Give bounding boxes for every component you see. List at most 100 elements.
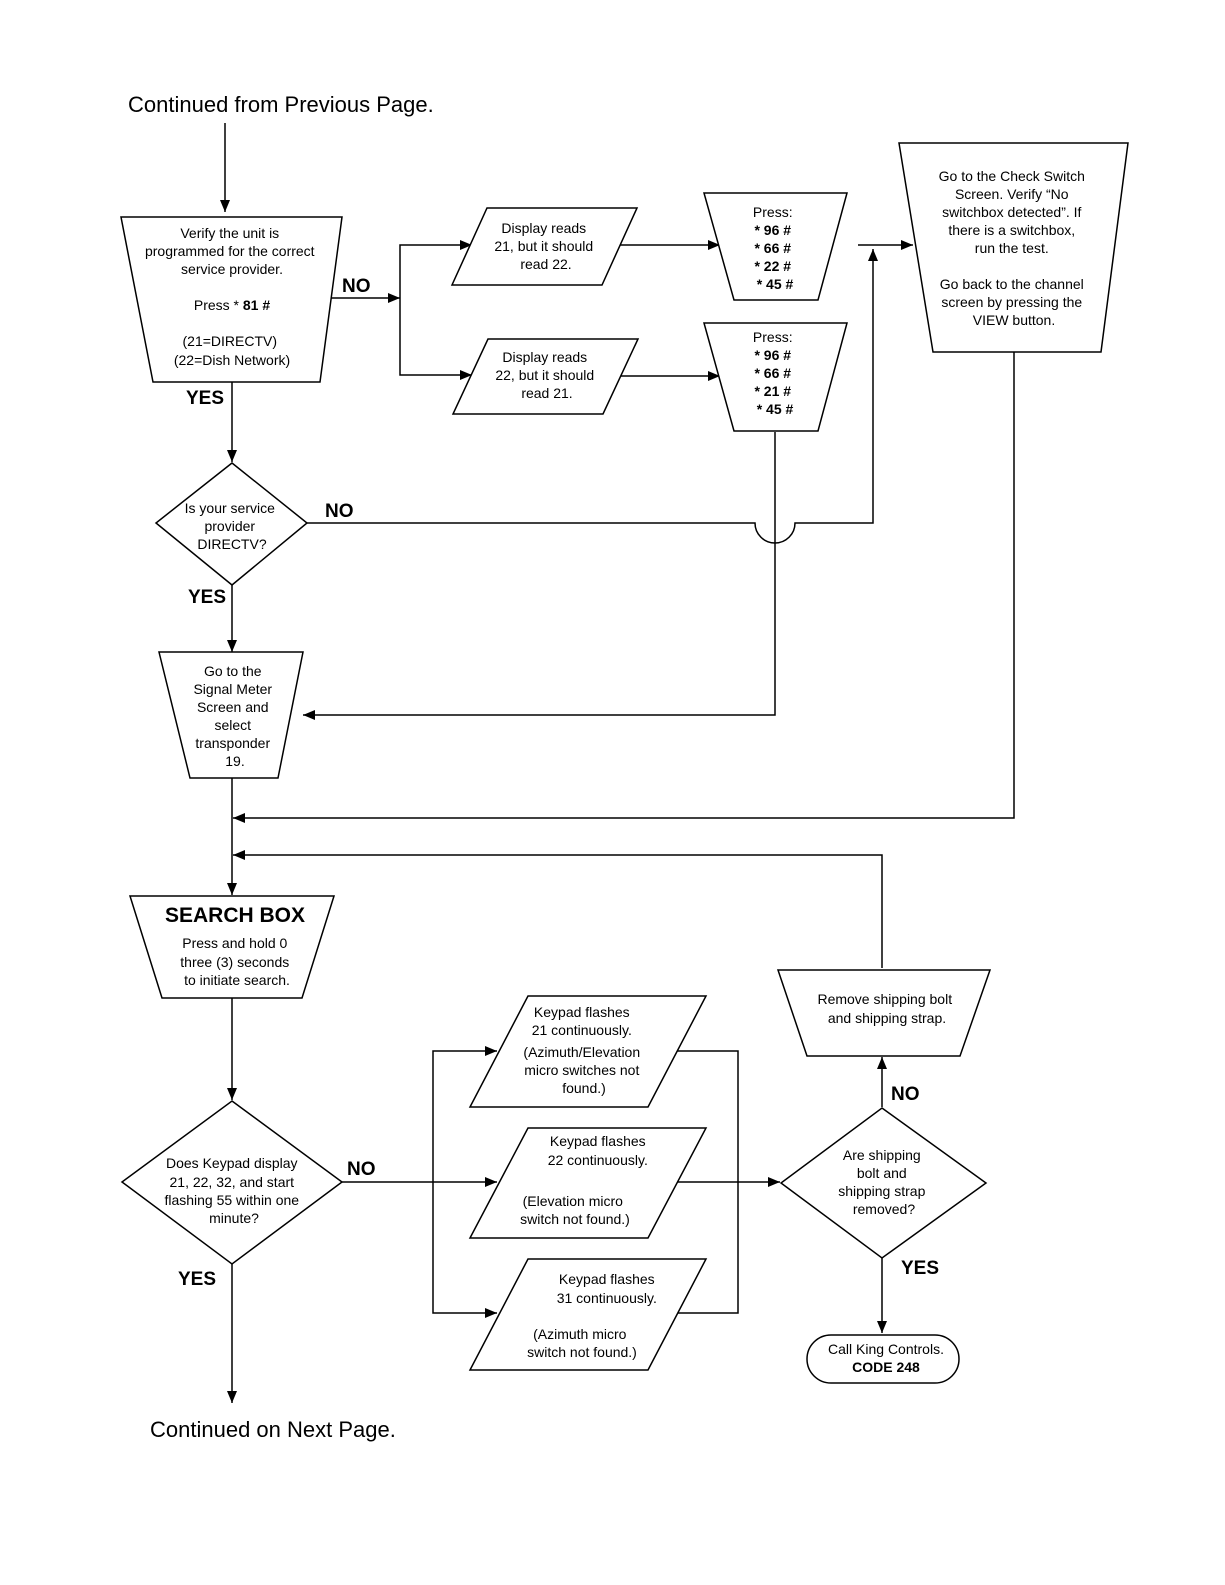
search-line-2: three (3) seconds <box>180 954 289 970</box>
press-top-code-4: * 45 # <box>757 276 794 292</box>
search-line-1: Press and hold 0 <box>182 935 287 951</box>
svg-text:Verify the unit is progr: Verify the unit is programmed for the co… <box>145 225 319 277</box>
check-switch-line-8: screen by pressing the <box>941 294 1082 310</box>
check-switch-line-9: VIEW button. <box>973 312 1055 328</box>
verify-note-1: (21=DIRECTV) <box>183 333 278 349</box>
display-22-line-3: read 21. <box>521 385 572 401</box>
press-bottom-code-2: * 66 # <box>754 365 791 381</box>
svg-text:Go to the Signal Meter: Go to the Signal Meter Screen and select… <box>193 663 276 769</box>
press-top-code-3: * 22 # <box>754 258 791 274</box>
label-yes-verify: YES <box>186 388 224 409</box>
flash-21-line-2: 21 continuously. <box>532 1022 632 1038</box>
shipping-question-diamond: Are shipping bolt and shipping strap rem… <box>779 1107 988 1259</box>
directv-line-2: provider <box>204 518 255 534</box>
verify-line-1: Verify the unit is <box>180 225 279 241</box>
svg-text:Go to the Check Switch S: Go to the Check Switch Screen. Verify “N… <box>939 168 1090 328</box>
svg-text:Does Keypad display 21,: Does Keypad display 21, 22, 32, and star… <box>164 1155 303 1226</box>
connectors <box>220 123 1015 1403</box>
search-box-title: SEARCH BOX <box>165 904 305 927</box>
signal-line-4: select <box>214 717 251 733</box>
flash-31-line-2: 31 continuously. <box>557 1290 657 1306</box>
flash-21-line-5: found.) <box>562 1080 606 1096</box>
svg-text:Press: * 96 # * 66: Press: * 96 # * 66 # * 21 # * 45 # <box>753 329 797 417</box>
label-no-directv: NO <box>325 501 354 522</box>
verify-provider-box: Verify the unit is programmed for the co… <box>120 216 343 383</box>
label-no-keypad: NO <box>347 1159 376 1180</box>
check-switch-line-1: Go to the Check Switch <box>939 168 1085 184</box>
shipping-q-line-3: shipping strap <box>838 1183 925 1199</box>
svg-text:(21=DIRECTV) (22=Dish Ne: (21=DIRECTV) (22=Dish Network) <box>174 333 290 368</box>
check-switch-line-5: run the test. <box>975 240 1049 256</box>
flash-22-line-2: 22 continuously. <box>548 1152 648 1168</box>
search-box: SEARCH BOX Press and hold 0 three (3) se… <box>128 895 336 999</box>
verify-line-2: programmed for the correct <box>145 243 315 259</box>
press-top-title: Press: <box>753 204 793 220</box>
signal-meter-box: Go to the Signal Meter Screen and select… <box>158 651 304 779</box>
press-bottom-title: Press: <box>753 329 793 345</box>
flash-31-line-4: switch not found.) <box>527 1344 637 1360</box>
flash-21-line-4: micro switches not <box>524 1062 639 1078</box>
shipping-q-line-1: Are shipping <box>843 1147 921 1163</box>
svg-text:Keypad flashes 31 contin: Keypad flashes 31 continuously. (Azimuth… <box>527 1271 661 1360</box>
svg-text:Keypad flashes 22 contin: Keypad flashes 22 continuously. (Elevati… <box>520 1133 652 1227</box>
continued-from-text: Continued from Previous Page. <box>128 92 434 117</box>
keypad-q-line-4: minute? <box>209 1210 259 1226</box>
svg-text:Press: * 96 # * 66: Press: * 96 # * 66 # * 22 # * 45 # <box>753 204 797 292</box>
signal-line-1: Go to the <box>204 663 262 679</box>
check-switch-line-4: there is a switchbox, <box>948 222 1075 238</box>
svg-text:Is your service provider: Is your service provider DIRECTV? <box>185 500 280 552</box>
flash-22-line-4: switch not found.) <box>520 1211 630 1227</box>
continued-on-text: Continued on Next Page. <box>150 1417 396 1442</box>
svg-text:Keypad flashes 21 contin: Keypad flashes 21 continuously. (Azimuth… <box>523 1004 644 1096</box>
verify-line-3: service provider. <box>181 261 283 277</box>
verify-note-2: (22=Dish Network) <box>174 352 290 368</box>
flash-22-line-3: (Elevation micro <box>523 1193 624 1209</box>
svg-text:Are shipping bolt and: Are shipping bolt and shipping strap rem… <box>838 1147 930 1217</box>
display-21-line-3: read 22. <box>520 256 571 272</box>
press-top-code-1: * 96 # <box>754 222 791 238</box>
signal-line-3: Screen and <box>197 699 269 715</box>
press-bottom-code-4: * 45 # <box>757 401 794 417</box>
flash-21-line-1: Keypad flashes <box>534 1004 630 1020</box>
label-no-shipping: NO <box>891 1084 920 1105</box>
flash-31-box: Keypad flashes 31 continuously. (Azimuth… <box>468 1258 708 1371</box>
call-king-code: CODE 248 <box>852 1359 920 1375</box>
flash-21-line-3: (Azimuth/Elevation <box>523 1044 640 1060</box>
call-king-terminator: Call King Controls. CODE 248 <box>806 1334 960 1384</box>
press-bottom-code-1: * 96 # <box>754 347 791 363</box>
press-bottom-code-3: * 21 # <box>754 383 791 399</box>
display-21-box: Display reads 21, but it should read 22. <box>450 207 639 286</box>
flash-31-line-1: Keypad flashes <box>559 1271 655 1287</box>
signal-line-6: 19. <box>225 753 244 769</box>
label-yes-keypad: YES <box>178 1269 216 1290</box>
shipping-q-line-2: bolt and <box>857 1165 907 1181</box>
svg-text:Display reads 21, but it: Display reads 21, but it should read 22. <box>494 220 597 272</box>
check-switch-line-2: Screen. Verify “No <box>955 186 1069 202</box>
verify-press-code: 81 # <box>243 297 270 313</box>
check-switch-line-7: Go back to the channel <box>940 276 1084 292</box>
label-yes-shipping: YES <box>901 1258 939 1279</box>
svg-text:Press * 81 #: Press * 81 # <box>194 297 270 313</box>
is-directv-diamond: Is your service provider DIRECTV? <box>154 462 309 586</box>
remove-line-1: Remove shipping bolt <box>817 991 952 1007</box>
signal-line-2: Signal Meter <box>193 681 272 697</box>
keypad-q-line-2: 21, 22, 32, and start <box>170 1174 295 1190</box>
keypad-q-line-3: flashing 55 within one <box>164 1192 299 1208</box>
remove-shipping-box: Remove shipping bolt and shipping strap. <box>776 969 992 1057</box>
signal-line-5: transponder <box>195 735 270 751</box>
flash-22-box: Keypad flashes 22 continuously. (Elevati… <box>468 1127 708 1239</box>
flash-21-box: Keypad flashes 21 continuously. (Azimuth… <box>468 995 708 1108</box>
keypad-q-line-1: Does Keypad display <box>166 1155 298 1171</box>
svg-text:Remove shipping bolt and: Remove shipping bolt and shipping strap. <box>817 991 956 1026</box>
display-21-line-1: Display reads <box>501 220 586 236</box>
shipping-q-line-4: removed? <box>853 1201 915 1217</box>
svg-text:Press and hold 0 three (: Press and hold 0 three (3) seconds to in… <box>180 935 293 988</box>
press-codes-top-box: Press: * 96 # * 66 # * 22 # * 45 # <box>703 192 848 301</box>
label-yes-directv: YES <box>188 587 226 608</box>
keypad-question-diamond: Does Keypad display 21, 22, 32, and star… <box>120 1100 344 1265</box>
directv-line-3: DIRECTV? <box>197 536 266 552</box>
display-21-line-2: 21, but it should <box>494 238 593 254</box>
call-king-line: Call King Controls. <box>828 1341 944 1357</box>
display-22-line-2: 22, but it should <box>495 367 594 383</box>
